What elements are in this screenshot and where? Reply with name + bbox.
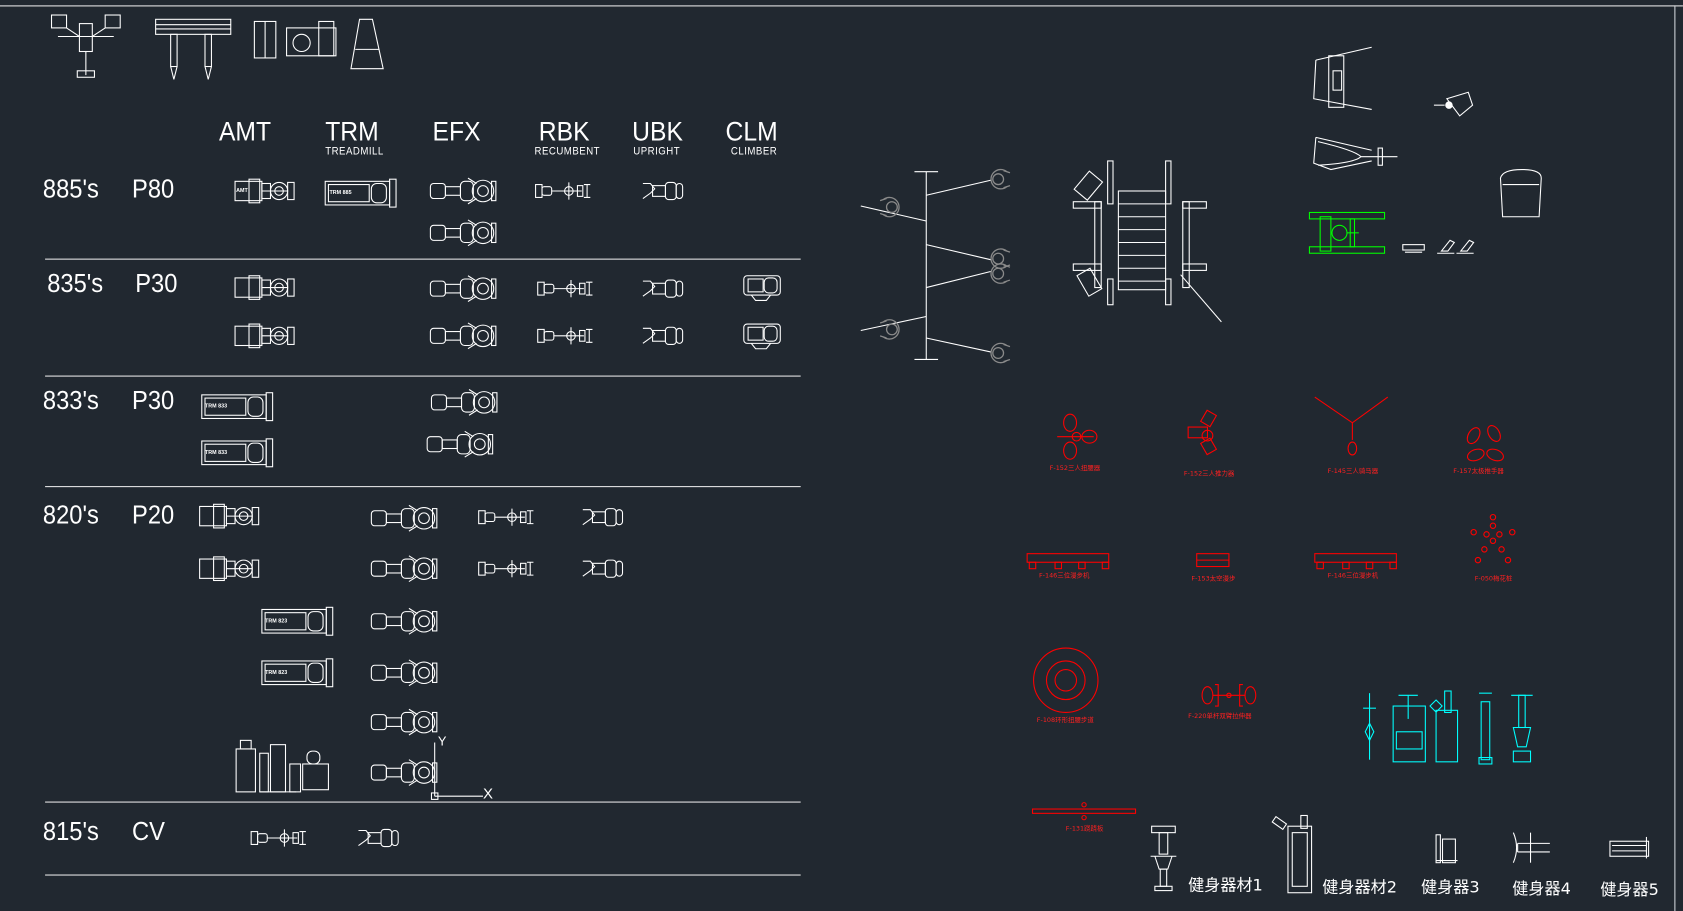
drawing-border-right <box>1674 5 1676 911</box>
green-equipment-plan <box>1308 211 1386 254</box>
row-series-833: 833's <box>42 386 99 416</box>
block-text-trm833: TRM 833 <box>205 449 228 457</box>
red-label: F-157太极推手器 <box>1453 467 1504 476</box>
red-label: F-146三位漫步机 <box>1327 571 1379 580</box>
column-header-efx: EFX <box>432 116 481 148</box>
clm-plan-icon <box>743 323 781 350</box>
efx-plan-icon <box>370 504 438 532</box>
small-white-blocks <box>1402 239 1475 254</box>
efx-plan-icon <box>370 708 438 736</box>
red-label: F-152三人扭腰器 <box>1049 464 1101 473</box>
row-model-835: P30 <box>135 269 178 299</box>
efx-plan-icon <box>370 659 438 687</box>
amt-plan-icon <box>199 556 260 582</box>
ubk-plan-icon <box>357 828 399 848</box>
row-series-820: 820's <box>42 501 99 531</box>
efx-plan-icon <box>429 177 497 205</box>
red-label: F-050梅花桩 <box>1474 575 1513 583</box>
block-text-trm823: TRM 823 <box>265 669 288 676</box>
white-equipment-elevations <box>1150 814 1650 894</box>
amt-plan-icon <box>199 503 260 529</box>
ubk-plan-icon <box>582 508 624 527</box>
ucs-y-label: Y <box>437 733 447 749</box>
rbk-plan-icon <box>537 326 593 345</box>
ucs-x-label: X <box>482 784 494 802</box>
outdoor-equipment-plans <box>1313 46 1542 218</box>
amt-plan-icon <box>234 275 295 300</box>
column-header-trm: TRM <box>325 116 379 148</box>
ubk-plan-icon <box>642 279 684 298</box>
fitness-label-5: 健身器5 <box>1600 879 1659 900</box>
block-text-trm823: TRM 823 <box>265 618 288 625</box>
efx-plan-icon <box>426 430 494 458</box>
row-series-885: 885's <box>42 174 99 204</box>
fitness-label-4: 健身器4 <box>1512 878 1571 899</box>
ubk-plan-icon <box>582 559 624 578</box>
machine-elevation-2-icon <box>155 18 232 80</box>
ucs-axis-icon <box>430 742 483 800</box>
row-series-835: 835's <box>47 269 104 299</box>
block-text-amt: AMT <box>236 187 248 195</box>
row-divider <box>45 486 801 488</box>
row-divider <box>45 375 801 377</box>
fitness-label-3: 健身器3 <box>1421 877 1480 898</box>
red-label: F-131跷跷板 <box>1065 825 1104 833</box>
column-header-rbk: RBK <box>538 116 590 148</box>
column-desc-recumbent: RECUMBENT <box>534 145 601 158</box>
efx-plan-icon <box>370 555 438 583</box>
ubk-plan-icon <box>642 181 684 201</box>
rbk-plan-icon <box>478 559 534 578</box>
red-label: F-153太空漫步 <box>1191 575 1236 583</box>
column-header-ubk: UBK <box>632 116 683 148</box>
strength-machines-group-icon <box>235 739 329 793</box>
row-model-833: P30 <box>132 386 175 416</box>
efx-plan-icon <box>430 388 498 416</box>
block-text-trm833: TRM 833 <box>205 403 228 410</box>
rbk-plan-icon <box>250 828 307 848</box>
fitness-label-1: 健身器材1 <box>1188 875 1263 895</box>
ubk-plan-icon <box>642 326 684 345</box>
row-divider <box>45 258 801 260</box>
efx-plan-icon <box>429 219 497 247</box>
ladder-frame-station <box>1072 160 1222 323</box>
column-header-clm: CLM <box>725 116 778 148</box>
row-model-820: P20 <box>132 501 175 531</box>
column-header-amt: AMT <box>218 116 272 148</box>
red-label: F-108环形扭腰步道 <box>1036 716 1094 725</box>
column-desc-treadmill: TREADMILL <box>325 145 384 158</box>
machine-elevation-3-icon <box>253 18 384 70</box>
efx-plan-icon <box>370 759 438 786</box>
drawing-border-top <box>0 5 1683 7</box>
efx-plan-icon <box>429 275 497 303</box>
fitness-label-2: 健身器材2 <box>1322 877 1397 898</box>
red-label: F-146三位漫步机 <box>1038 571 1090 580</box>
efx-plan-icon <box>429 322 497 350</box>
row-divider <box>45 874 801 876</box>
row-divider <box>45 801 801 803</box>
row-model-885: P80 <box>132 174 175 204</box>
rbk-plan-icon <box>478 508 534 527</box>
column-desc-climber: CLIMBER <box>730 145 778 158</box>
red-label: F-220单杆双臂拉伸器 <box>1188 712 1252 720</box>
machine-elevation-1-icon <box>50 14 121 78</box>
rbk-plan-icon <box>535 181 591 201</box>
amt-plan-icon <box>234 323 295 349</box>
column-desc-upright: UPRIGHT <box>633 145 681 158</box>
cyan-equipment-elevations <box>1363 690 1533 765</box>
clm-plan-icon <box>743 275 781 301</box>
row-model-815: CV <box>132 817 165 847</box>
red-label: F-145三人骑马器 <box>1327 467 1379 476</box>
efx-plan-icon <box>370 607 438 635</box>
red-outdoor-equipment-plans <box>1026 396 1516 821</box>
rbk-plan-icon <box>537 279 593 298</box>
row-series-815: 815's <box>42 817 99 847</box>
multi-station-layout <box>860 168 1011 364</box>
red-label: F-152三人推力器 <box>1183 469 1235 478</box>
block-text-trm885: TRM 885 <box>329 189 352 197</box>
